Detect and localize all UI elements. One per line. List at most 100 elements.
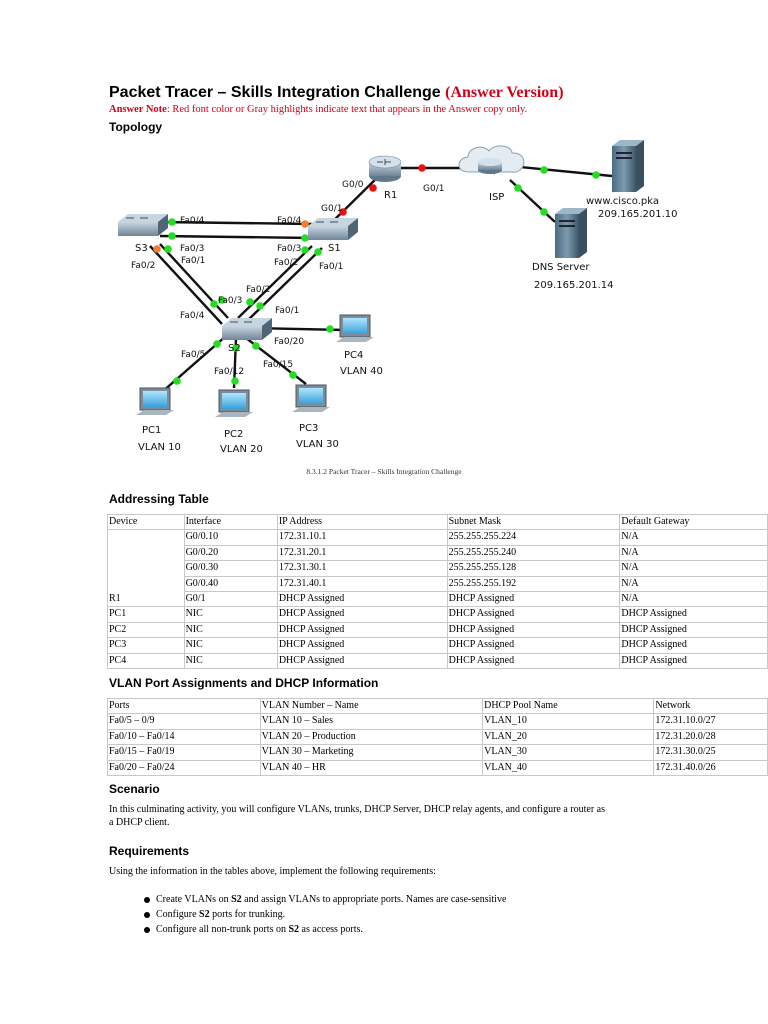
table-cell: Fa0/5 – 0/9: [107, 713, 261, 730]
dot-pc2: [231, 377, 239, 385]
link-s3-s2-fa02: [149, 245, 223, 325]
table-cell: G0/0.40: [183, 575, 278, 593]
table-cell: PC3: [107, 637, 185, 654]
link-s1-s2-fa01: [245, 247, 323, 323]
table-cell: DHCP Assigned: [446, 652, 621, 670]
table-cell: DHCP Assigned: [619, 652, 768, 670]
label-pc3-vlan: VLAN 30: [296, 439, 339, 450]
label-s3: S3: [135, 243, 148, 254]
dns-server-icon[interactable]: [555, 208, 587, 258]
table-cell: VLAN 20 – Production: [259, 728, 484, 746]
pc2-icon[interactable]: [215, 389, 253, 417]
dot-s2-fa05: [213, 340, 221, 348]
port-s2-fa02: Fa0/2: [246, 285, 270, 295]
table-cell: DHCP Assigned: [446, 606, 621, 623]
dot-s2-fa01: [256, 302, 264, 310]
scenario-heading: Scenario: [109, 782, 160, 796]
dot-s3-fa04: [168, 218, 176, 226]
port-s1-g01: G0/1: [321, 204, 342, 214]
table-cell: N/A: [619, 529, 768, 546]
table-header-cell: Network: [653, 697, 768, 715]
table-cell: VLAN 10 – Sales: [259, 713, 484, 730]
dot-isp-web-b: [592, 171, 600, 179]
dot-r1-g01: [369, 184, 377, 192]
table-cell: DHCP Assigned: [276, 652, 448, 670]
dot-s1-fa01: [314, 248, 322, 256]
requirements-list: Create VLANs on S2 and assign VLANs to a…: [140, 892, 506, 937]
vlan-table-heading: VLAN Port Assignments and DHCP Informati…: [109, 676, 379, 690]
port-s1-fa02: Fa0/2: [274, 258, 298, 268]
dot-s1-g01: [339, 208, 347, 216]
table-cell: NIC: [183, 606, 278, 623]
table-cell: N/A: [619, 575, 768, 593]
topology-links: [149, 163, 613, 393]
isp-cloud-icon[interactable]: [458, 145, 525, 174]
web-server-icon[interactable]: [612, 140, 644, 192]
scenario-text: In this culminating activity, you will c…: [109, 803, 605, 829]
scenario-line-1: In this culminating activity, you will c…: [109, 804, 605, 815]
switch-s1-icon[interactable]: [308, 218, 358, 240]
label-r1: R1: [384, 190, 397, 201]
topology-caption: 8.3.1.2 Packet Tracer – Skills Integrati…: [306, 467, 462, 476]
port-s2-fa012: Fa0/12: [214, 367, 244, 377]
table-cell: PC1: [107, 606, 185, 623]
label-pc3: PC3: [299, 423, 318, 434]
table-cell: 172.31.30.1: [276, 560, 448, 577]
table-cell: 172.31.40.1: [276, 575, 448, 593]
table-cell: PC4: [107, 652, 185, 670]
table-cell: Fa0/20 – Fa0/24: [107, 759, 261, 777]
switch-s3-icon[interactable]: [118, 214, 168, 236]
table-cell: 255.255.255.128: [446, 560, 621, 577]
dot-s3-fa02: [153, 245, 161, 253]
port-s2-fa015: Fa0/15: [263, 360, 293, 370]
scenario-line-2: a DHCP client.: [109, 817, 170, 828]
label-pc4-vlan: VLAN 40: [340, 366, 383, 377]
topology-heading: Topology: [109, 120, 163, 134]
port-s2-fa05: Fa0/5: [181, 350, 205, 360]
table-header-cell: Interface: [183, 513, 278, 531]
table-cell: VLAN 30 – Marketing: [259, 744, 484, 761]
table-cell: Fa0/10 – Fa0/14: [107, 728, 261, 746]
table-cell: 255.255.255.192: [446, 575, 621, 593]
dot-s1-fa03: [301, 234, 309, 242]
title-main: Packet Tracer – Skills Integration Chall…: [109, 84, 441, 101]
port-s3-fa04: Fa0/4: [180, 216, 205, 226]
table-cell: 172.31.10.1: [276, 529, 448, 546]
label-web-ip: 209.165.201.10: [598, 209, 678, 220]
table-cell: DHCP Assigned: [619, 637, 768, 654]
table-cell: DHCP Assigned: [619, 606, 768, 623]
port-s3-fa01: Fa0/1: [181, 256, 205, 266]
table-cell: 172.31.10.0/27: [653, 713, 768, 730]
dot-s1-fa02: [301, 246, 309, 254]
table-header-cell: Subnet Mask: [446, 513, 621, 531]
requirement-item: Configure S2 ports for trunking.: [140, 907, 506, 922]
dot-isp-web-a: [540, 166, 548, 174]
answer-note-text: : Red font color or Gray highlights indi…: [166, 104, 528, 115]
table-header-cell: Ports: [107, 697, 261, 715]
switch-s2-icon[interactable]: [222, 318, 272, 340]
table-cell: G0/0.20: [183, 544, 278, 562]
table-cell: 172.31.20.0/28: [653, 728, 768, 746]
dot-s3-fa01: [164, 245, 172, 253]
table-cell: N/A: [619, 560, 768, 577]
router-r1-icon[interactable]: [368, 155, 402, 182]
title-answer-version: (Answer Version): [445, 84, 564, 101]
label-web: www.cisco.pka: [586, 196, 659, 207]
dot-isp-dns-b: [540, 208, 548, 216]
pc3-icon[interactable]: [292, 384, 330, 412]
table-cell: VLAN_10: [482, 713, 655, 730]
dot-pc3: [289, 371, 297, 379]
pc1-icon[interactable]: [136, 387, 174, 415]
pc4-icon[interactable]: [336, 314, 374, 342]
dot-s2-fa02: [246, 298, 254, 306]
label-pc4: PC4: [344, 350, 363, 361]
port-s2-fa04: Fa0/4: [180, 311, 205, 321]
